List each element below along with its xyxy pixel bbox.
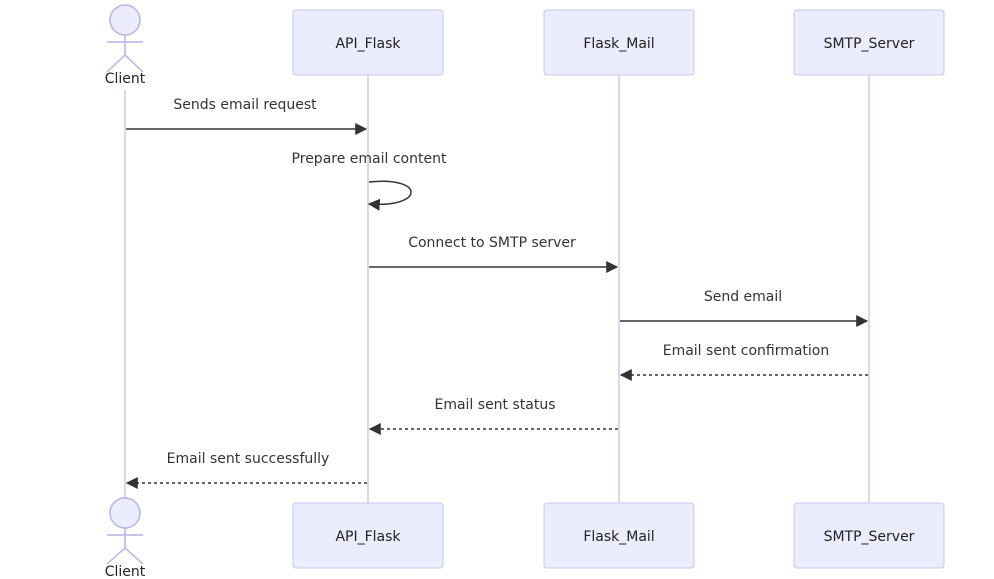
message-label: Prepare email content [292, 151, 447, 167]
actor-client-bottom: Client [105, 497, 146, 579]
participant-label: Flask_Mail [583, 529, 654, 545]
participant-flask-mail-top: Flask_Mail [543, 9, 695, 76]
message-label: Email sent successfully [167, 451, 330, 467]
message-label: Email sent confirmation [663, 343, 830, 359]
participant-label: API_Flask [335, 36, 401, 52]
message-label: Send email [704, 289, 782, 305]
actor-label: Client [105, 564, 146, 579]
message-label: Sends email request [173, 97, 317, 113]
participant-api-flask-bottom: API_Flask [292, 502, 444, 569]
participant-api-flask-top: API_Flask [292, 9, 444, 76]
actor-client-top: Client [105, 4, 146, 87]
participant-smtp-server-bottom: SMTP_Server [793, 502, 945, 569]
actor-label: Client [105, 71, 146, 87]
participant-smtp-server-top: SMTP_Server [793, 9, 945, 76]
message-label: Email sent status [434, 397, 555, 413]
participant-flask-mail-bottom: Flask_Mail [543, 502, 695, 569]
message-label: Connect to SMTP server [408, 235, 576, 251]
self-message-arrow [367, 180, 412, 211]
participant-label: API_Flask [335, 529, 401, 545]
participant-label: SMTP_Server [824, 529, 915, 545]
participant-label: Flask_Mail [583, 36, 654, 52]
participant-label: SMTP_Server [824, 36, 915, 52]
